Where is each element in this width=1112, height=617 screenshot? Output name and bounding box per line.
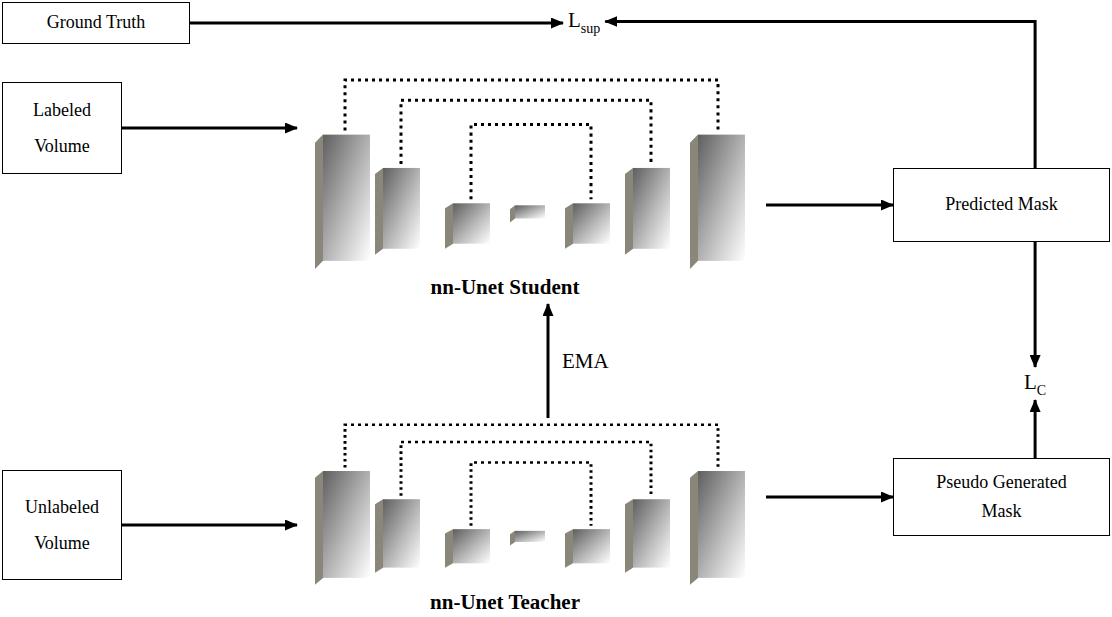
input-box: Ground Truth xyxy=(2,2,190,44)
input-box: Labeled Volume xyxy=(2,82,122,174)
output-box: Predicted Mask xyxy=(893,168,1110,242)
box-text: Labeled Volume xyxy=(17,92,107,164)
loss-subscript: C xyxy=(1037,383,1046,398)
loss-symbol: L xyxy=(568,8,581,32)
loss-term: Lsup xyxy=(566,8,602,35)
arrow-connector xyxy=(122,127,297,130)
network-heading: nn-Unet Student xyxy=(305,274,705,300)
box-text: Unlabeled Volume xyxy=(12,489,112,561)
network-heading: nn-Unet Teacher xyxy=(305,589,705,615)
arrow-connector xyxy=(547,304,550,418)
input-box: Unlabeled Volume xyxy=(2,470,122,580)
arrow-connector xyxy=(1034,400,1037,458)
loss-subscript: sup xyxy=(581,21,600,36)
loss-term: LC xyxy=(1022,370,1048,397)
box-text: Pseudo Generated Mask xyxy=(922,468,1082,526)
network-block: nn-Unet Teacher xyxy=(305,418,760,615)
arrow-connector xyxy=(122,524,297,527)
arrow-connector xyxy=(766,204,893,207)
loss-symbol: L xyxy=(1024,370,1037,394)
unet-illustration xyxy=(305,72,760,274)
unet-illustration xyxy=(315,425,745,585)
unet-illustration xyxy=(315,80,745,269)
arrow-connector xyxy=(605,22,1035,169)
arrow-connector xyxy=(766,496,893,499)
output-box: Pseudo Generated Mask xyxy=(893,458,1110,536)
box-text: Ground Truth xyxy=(47,12,146,34)
arrow-connector xyxy=(190,22,563,25)
network-block: nn-Unet Student xyxy=(305,72,760,300)
unet-illustration xyxy=(305,418,760,589)
arrow-connector xyxy=(1034,242,1037,367)
edge-label: EMA xyxy=(560,349,611,374)
box-text: Predicted Mask xyxy=(945,194,1057,216)
